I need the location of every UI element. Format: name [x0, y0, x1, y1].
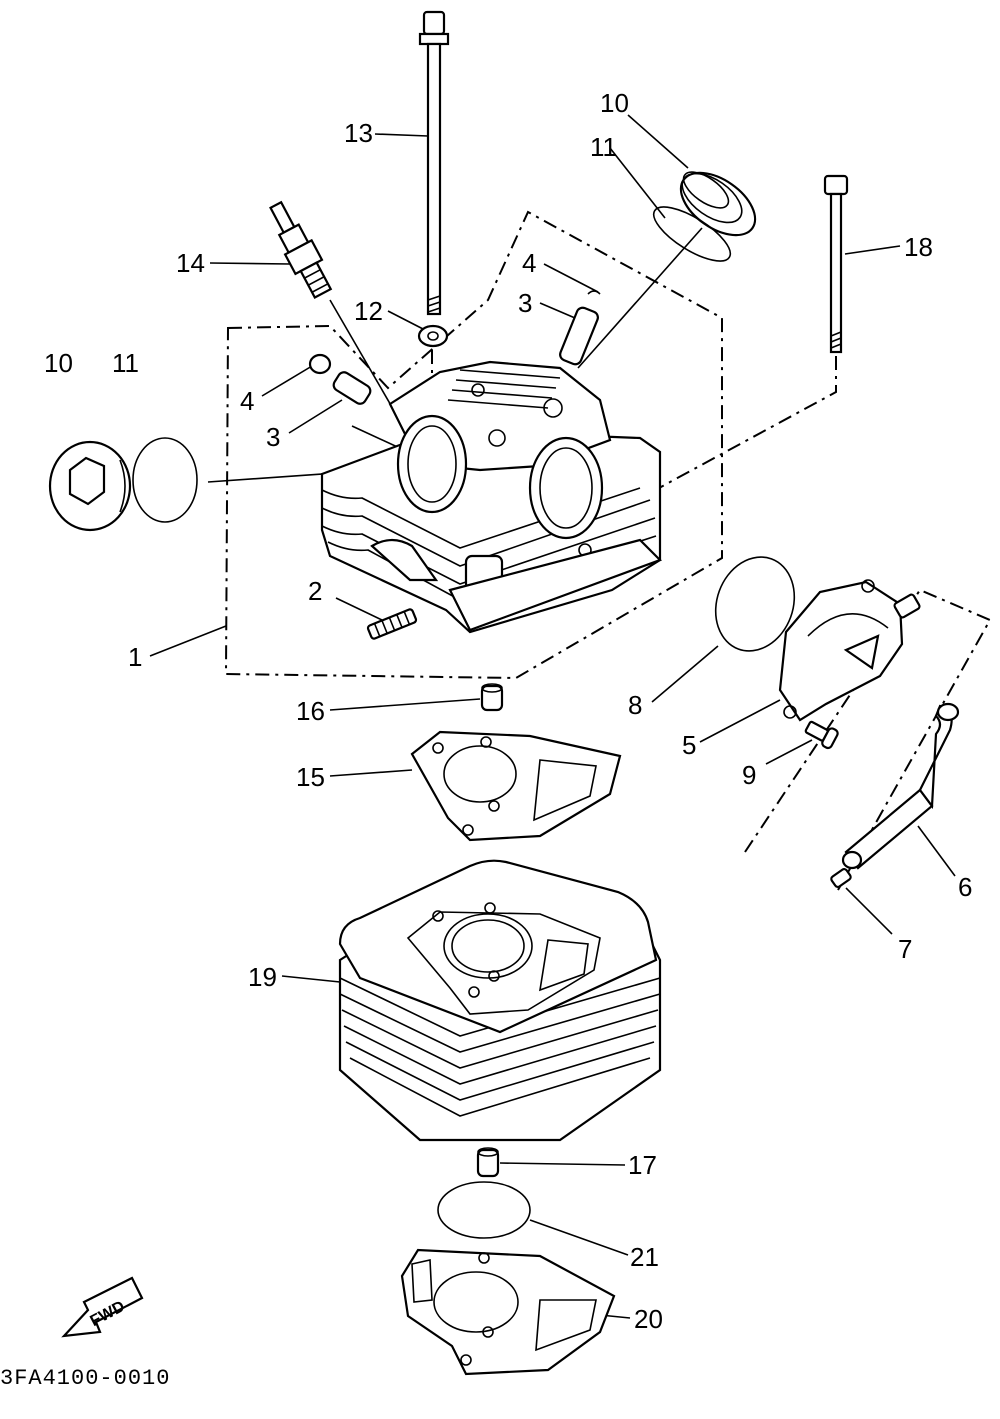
part-5-breather-cover	[778, 579, 921, 722]
callout-14: 14	[176, 248, 205, 278]
part-13-stud-bolt	[418, 10, 450, 316]
callout-12: 12	[354, 296, 383, 326]
callout-2: 2	[308, 576, 322, 606]
cylinder-head-group-outline	[224, 210, 723, 680]
callout-18: 18	[904, 232, 933, 262]
callout-5: 5	[682, 730, 696, 760]
callout-21: 21	[630, 1242, 659, 1272]
part-11-o-ring-left	[132, 437, 198, 523]
callout-10-top: 10	[600, 88, 629, 118]
drawing-code: 3FA4100-0010	[0, 1366, 170, 1391]
callout-6: 6	[958, 872, 972, 902]
callout-7: 7	[898, 934, 912, 964]
part-8-gasket	[714, 556, 796, 652]
callout-19: 19	[248, 962, 277, 992]
callout-11-left: 11	[112, 348, 139, 378]
callout-1: 1	[128, 642, 142, 672]
part-19-cylinder	[338, 859, 662, 1142]
callout-9: 9	[742, 760, 756, 790]
callout-10-left: 10	[44, 348, 73, 378]
callout-8: 8	[628, 690, 642, 720]
part-3-valve-guide-left	[332, 371, 372, 405]
part-4-clip-right	[587, 290, 601, 295]
part-18-bolt	[823, 174, 849, 354]
forward-direction-arrow: FWD	[61, 1276, 144, 1338]
callout-17: 17	[628, 1150, 657, 1180]
callout-13: 13	[344, 118, 373, 148]
callout-20: 20	[634, 1304, 663, 1334]
callout-4-left: 4	[240, 386, 254, 416]
part-16-dowel	[480, 683, 504, 712]
part-21-o-ring	[437, 1181, 531, 1239]
breather-group-outline	[744, 588, 992, 891]
part-2-stud	[366, 608, 418, 640]
part-3-valve-guide-right	[559, 306, 599, 366]
callout-labels: 13 14 12 10 11 4 3 18 10 11 4 3 2 1 16 1…	[44, 88, 972, 1334]
callout-3-right: 3	[518, 288, 532, 318]
part-10-plug-left	[48, 440, 132, 532]
part-12-washer	[417, 324, 449, 348]
part-17-dowel	[476, 1147, 500, 1178]
part-7-clip	[830, 868, 852, 888]
part-20-base-gasket	[400, 1248, 616, 1376]
part-4-clip-left	[308, 353, 332, 375]
callout-3-left: 3	[266, 422, 280, 452]
part-15-head-gasket	[410, 730, 622, 842]
part-6-breather-hose	[841, 702, 960, 870]
callout-11-top: 11	[590, 132, 617, 162]
callout-15: 15	[296, 762, 325, 792]
callout-16: 16	[296, 696, 325, 726]
part-11-o-ring-top	[652, 206, 732, 262]
part-14-spark-plug	[269, 200, 333, 300]
part-9-screw	[804, 720, 839, 750]
part-1-cylinder-head	[320, 360, 662, 634]
callout-4-right: 4	[522, 248, 536, 278]
